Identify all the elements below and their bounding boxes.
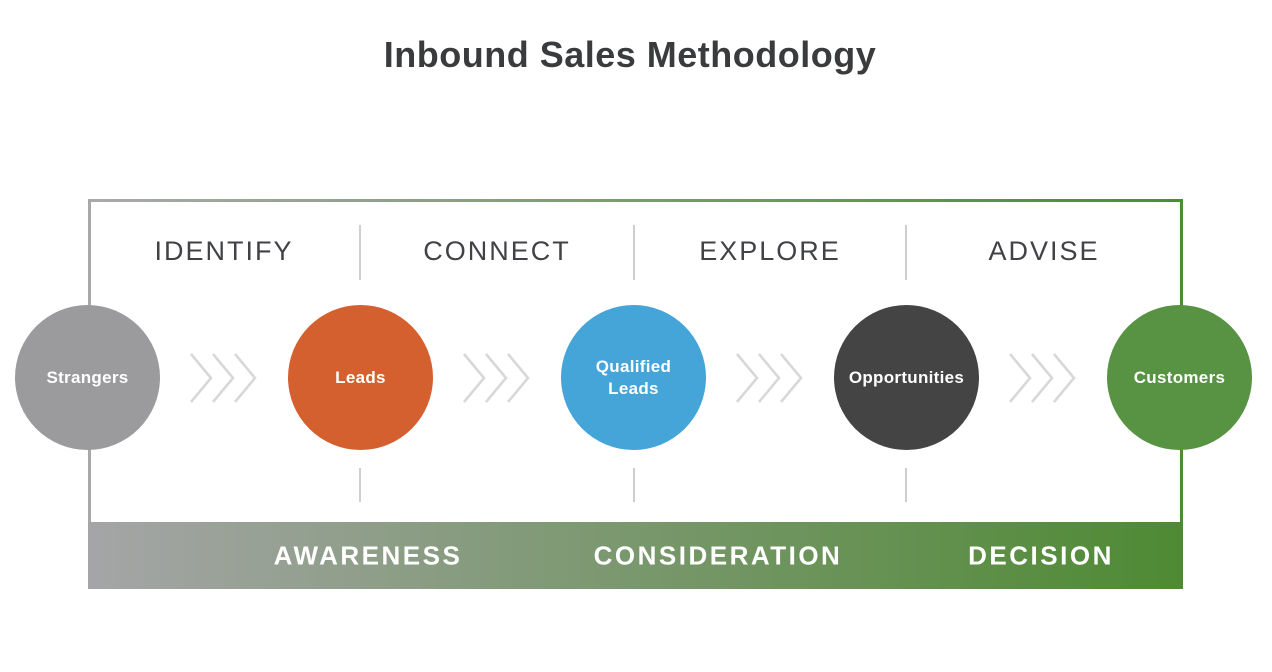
circle-label: Customers xyxy=(1133,367,1226,387)
stage-label-explore: EXPLORE xyxy=(699,236,841,266)
stage-label-identify: IDENTIFY xyxy=(154,236,294,266)
circle-strangers: Strangers xyxy=(15,305,160,450)
arrow-chevrons-icon xyxy=(463,353,530,403)
circle-label: Strangers xyxy=(46,367,129,387)
circle-label: Leads xyxy=(335,367,386,387)
journey-label-decision: DECISION xyxy=(968,540,1114,570)
frame-border-top xyxy=(88,199,1183,202)
stage-label-advise: ADVISE xyxy=(988,236,1100,266)
page-title: Inbound Sales Methodology xyxy=(383,34,877,75)
circle-label: Qualified Leads xyxy=(595,357,672,398)
journey-bar: AWARENESS CONSIDERATION DECISION xyxy=(88,522,1183,589)
stage-divider-bottom xyxy=(633,468,635,502)
stage-divider-top xyxy=(359,225,361,280)
circle-opportunities: Opportunities xyxy=(834,305,979,450)
stage-divider-top xyxy=(633,225,635,280)
circle-qualified-leads: Qualified Leads xyxy=(561,305,706,450)
circle-label: Opportunities xyxy=(848,367,965,387)
arrow-chevrons-icon xyxy=(1009,353,1076,403)
journey-label-consideration: CONSIDERATION xyxy=(593,540,843,570)
stage-label-connect: CONNECT xyxy=(423,236,571,266)
circle-leads: Leads xyxy=(288,305,433,450)
circle-customers: Customers xyxy=(1107,305,1252,450)
stage-divider-top xyxy=(905,225,907,280)
stage-divider-bottom xyxy=(905,468,907,502)
stage-divider-bottom xyxy=(359,468,361,502)
journey-label-awareness: AWARENESS xyxy=(273,540,463,570)
arrow-chevrons-icon xyxy=(736,353,803,403)
arrow-chevrons-icon xyxy=(190,353,257,403)
